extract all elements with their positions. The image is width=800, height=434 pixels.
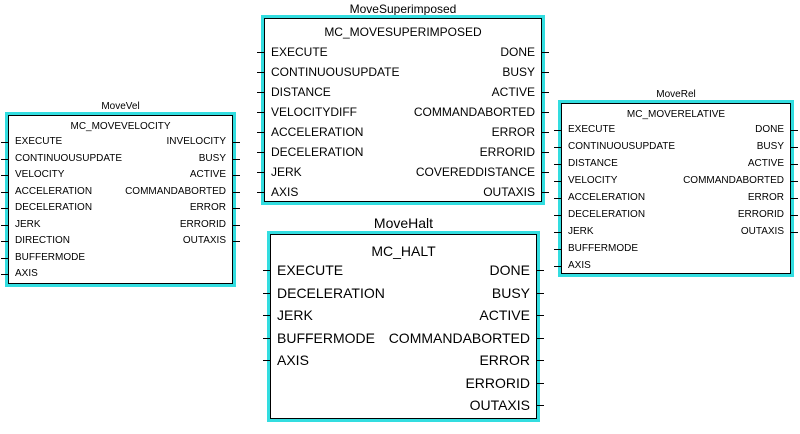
input-pin-axis[interactable]: AXIS [263, 349, 309, 372]
block-instance-name: MoveVel [101, 101, 140, 112]
input-pin-deceleration[interactable]: DECELERATION [553, 206, 645, 223]
input-pin-acceleration[interactable]: ACCELERATION [553, 189, 645, 206]
input-pin-execute[interactable]: EXECUTE [553, 121, 615, 138]
input-pin-jerk[interactable]: JERK [1, 217, 41, 234]
input-pin-velocity[interactable]: VELOCITY [0, 167, 64, 184]
input-pin-axis[interactable]: AXIS [554, 257, 591, 274]
input-pin-continuousupdate[interactable]: CONTINUOUSUPDATE [553, 138, 675, 155]
input-pin-velocitydiff[interactable]: VELOCITYDIFF [256, 102, 357, 122]
output-pin-errorid[interactable]: ERRORID [738, 206, 799, 223]
input-pin-execute[interactable]: EXECUTE [0, 134, 62, 151]
input-pin-deceleration[interactable]: DECELERATION [256, 142, 363, 162]
input-pin-acceleration[interactable]: ACCELERATION [0, 184, 92, 201]
output-pin-error[interactable]: ERROR [190, 200, 241, 217]
input-pin-velocity[interactable]: VELOCITY [553, 172, 617, 189]
function-block-movesuperimposed[interactable]: MoveSuperimposed MC_MOVESUPERIMPOSED EXE… [256, 0, 550, 205]
block-instance-name: MoveRel [656, 89, 696, 100]
input-pin-jerk[interactable]: JERK [554, 223, 594, 240]
input-pin-acceleration[interactable]: ACCELERATION [256, 122, 363, 142]
input-pin-continuousupdate[interactable]: CONTINUOUSUPDATE [256, 62, 399, 82]
output-pin-error[interactable]: ERROR [479, 349, 544, 372]
input-pin-axis[interactable]: AXIS [256, 182, 298, 202]
output-pin-error[interactable]: ERROR [492, 122, 550, 142]
input-pin-execute[interactable]: EXECUTE [257, 42, 328, 62]
output-pin-busy[interactable]: BUSY [199, 151, 241, 168]
block-type-name: MC_MOVEVELOCITY [70, 121, 171, 132]
output-pin-busy[interactable]: BUSY [492, 282, 545, 305]
input-pin-distance[interactable]: DISTANCE [554, 155, 618, 172]
input-pin-jerk[interactable]: JERK [263, 304, 313, 327]
block-type-name: MC_MOVESUPERIMPOSED [324, 25, 482, 39]
output-pin-commandaborted[interactable]: COMMANDABORTED [414, 102, 550, 122]
output-pin-busy[interactable]: BUSY [502, 62, 549, 82]
output-pin-errorid[interactable]: ERRORID [465, 372, 544, 395]
output-pin-errorid[interactable]: ERRORID [180, 217, 241, 234]
output-pin-covereddistance[interactable]: COVEREDDISTANCE [416, 162, 550, 182]
output-pin-outaxis[interactable]: OUTAXIS [741, 223, 799, 240]
input-pin-buffermode[interactable]: BUFFERMODE [1, 250, 85, 267]
input-pin-distance[interactable]: DISTANCE [257, 82, 331, 102]
input-pin-deceleration[interactable]: DECELERATION [263, 282, 385, 305]
block-instance-name: MoveHalt [373, 215, 434, 231]
output-pin-done[interactable]: DONE [500, 42, 549, 62]
input-pin-execute[interactable]: EXECUTE [262, 259, 343, 282]
input-pin-deceleration[interactable]: DECELERATION [0, 200, 92, 217]
input-pin-jerk[interactable]: JERK [257, 162, 302, 182]
output-pin-commandaborted[interactable]: COMMANDABORTED [683, 172, 798, 189]
input-pin-buffermode[interactable]: BUFFERMODE [554, 240, 638, 257]
input-pin-direction[interactable]: DIRECTION [1, 233, 70, 250]
block-type-name: MC_HALT [371, 243, 436, 259]
output-pin-outaxis[interactable]: OUTAXIS [470, 394, 545, 417]
output-pin-error[interactable]: ERROR [748, 189, 799, 206]
input-pin-axis[interactable]: AXIS [1, 266, 38, 283]
output-pin-outaxis[interactable]: OUTAXIS [483, 182, 549, 202]
output-pin-active[interactable]: ACTIVE [190, 167, 241, 184]
output-pin-busy[interactable]: BUSY [757, 138, 799, 155]
output-pin-done[interactable]: DONE [755, 121, 798, 138]
output-pin-invelocity[interactable]: INVELOCITY [167, 134, 241, 151]
input-pin-continuousupdate[interactable]: CONTINUOUSUPDATE [0, 151, 122, 168]
output-pin-active[interactable]: ACTIVE [748, 155, 799, 172]
output-pin-commandaborted[interactable]: COMMANDABORTED [389, 327, 545, 350]
input-pin-buffermode[interactable]: BUFFERMODE [263, 327, 375, 350]
output-pin-outaxis[interactable]: OUTAXIS [183, 233, 241, 250]
output-pin-errorid[interactable]: ERRORID [480, 142, 550, 162]
block-type-name: MC_MOVERELATIVE [626, 109, 726, 120]
output-pin-commandaborted[interactable]: COMMANDABORTED [125, 184, 240, 201]
block-instance-name: MoveSuperimposed [349, 2, 457, 16]
output-pin-active[interactable]: ACTIVE [479, 304, 544, 327]
output-pin-done[interactable]: DONE [490, 259, 545, 282]
output-pin-active[interactable]: ACTIVE [492, 82, 550, 102]
